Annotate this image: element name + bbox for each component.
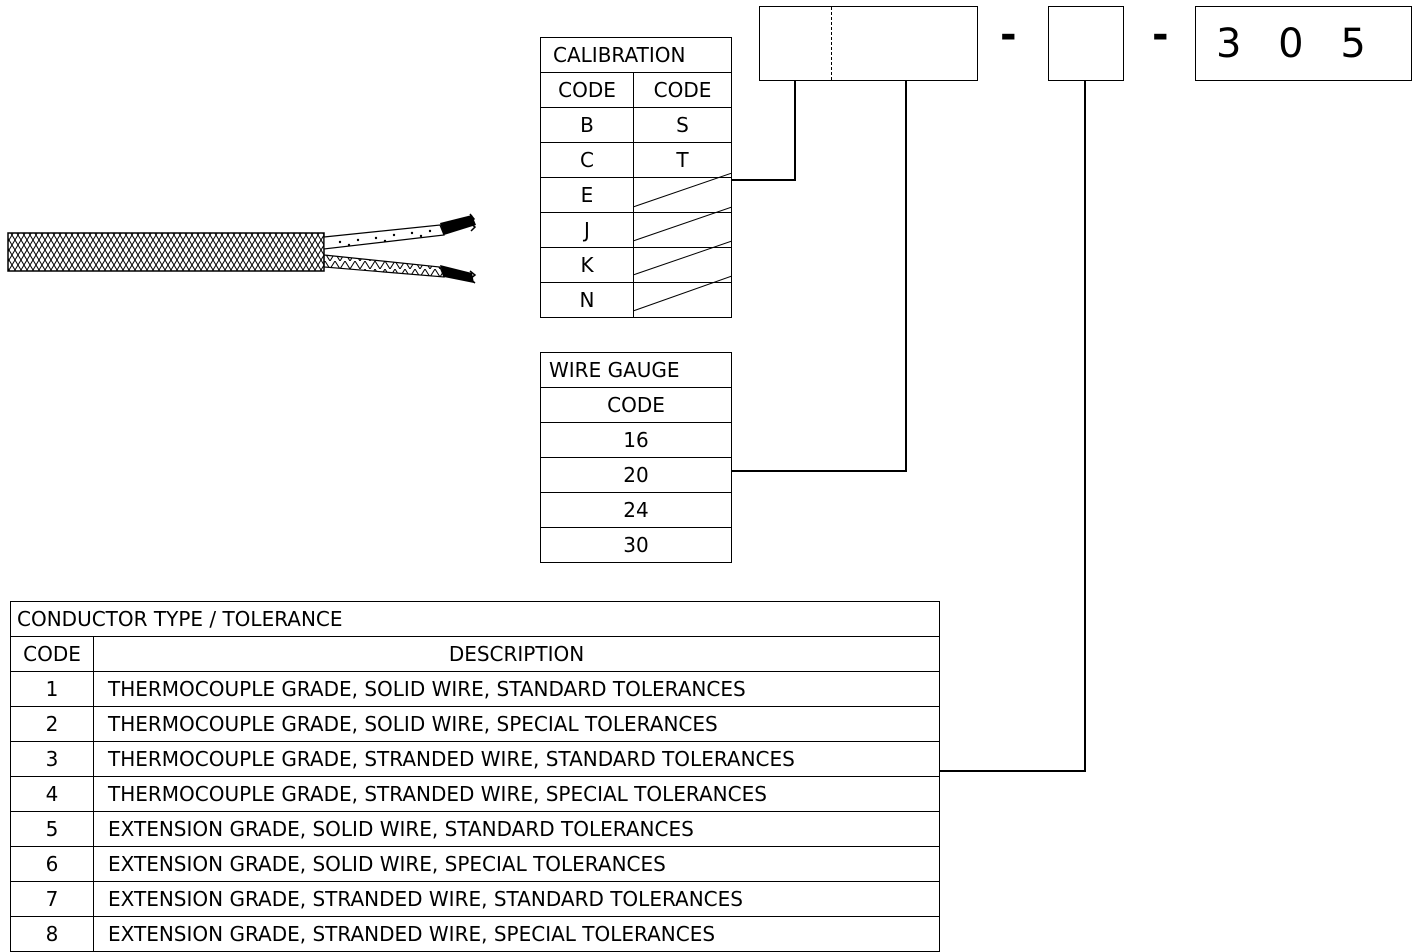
calibration-code-header: CODE — [541, 73, 634, 108]
conductor-code: 2 — [11, 707, 94, 742]
calibration-title: CALIBRATION — [541, 38, 732, 73]
connector-line — [1084, 80, 1086, 772]
conductor-description: EXTENSION GRADE, STRANDED WIRE, STANDARD… — [94, 882, 940, 917]
connector-line — [794, 80, 796, 181]
conductor-description: EXTENSION GRADE, STRANDED WIRE, SPECIAL … — [94, 917, 940, 952]
calibration-code: J — [541, 213, 634, 248]
conductor-type-table: CONDUCTOR TYPE / TOLERANCE CODE DESCRIPT… — [10, 601, 940, 952]
wire-gauge-table: WIRE GAUGE CODE 16 20 24 30 — [540, 352, 732, 563]
conductor-code: 4 — [11, 777, 94, 812]
wire-gauge-code: 30 — [541, 528, 732, 563]
connector-line — [732, 179, 795, 181]
calibration-code-header: CODE — [634, 73, 732, 108]
conductor-code: 1 — [11, 672, 94, 707]
part-number-conductor-box — [1048, 6, 1124, 81]
connector-line — [940, 770, 1086, 772]
conductor-description: EXTENSION GRADE, SOLID WIRE, SPECIAL TOL… — [94, 847, 940, 882]
conductor-description: THERMOCOUPLE GRADE, STRANDED WIRE, SPECI… — [94, 777, 940, 812]
calibration-na-diagonals — [633, 173, 732, 312]
calibration-code: N — [541, 283, 634, 318]
conductor-description: EXTENSION GRADE, SOLID WIRE, STANDARD TO… — [94, 812, 940, 847]
wire-gauge-code: 20 — [541, 458, 732, 493]
part-number-separator: - — [1000, 12, 1017, 58]
part-number-calibration-gauge-box — [759, 6, 978, 81]
calibration-code: C — [541, 143, 634, 178]
part-number-divider — [831, 7, 832, 80]
connector-line — [732, 470, 907, 472]
conductor-description: THERMOCOUPLE GRADE, STRANDED WIRE, STAND… — [94, 742, 940, 777]
conductor-code: 7 — [11, 882, 94, 917]
conductor-title: CONDUCTOR TYPE / TOLERANCE — [11, 602, 940, 637]
wire-gauge-title: WIRE GAUGE — [541, 353, 732, 388]
conductor-code: 3 — [11, 742, 94, 777]
conductor-description-header: DESCRIPTION — [94, 637, 940, 672]
conductor-code: 5 — [11, 812, 94, 847]
part-number-suffix-box: 3 0 5 — [1195, 6, 1412, 81]
wire-gauge-code: 24 — [541, 493, 732, 528]
part-number-suffix: 3 0 5 — [1216, 21, 1378, 67]
conductor-description: THERMOCOUPLE GRADE, SOLID WIRE, STANDARD… — [94, 672, 940, 707]
conductor-code-header: CODE — [11, 637, 94, 672]
conductor-code: 8 — [11, 917, 94, 952]
conductor-code: 6 — [11, 847, 94, 882]
braided-cable-icon — [0, 205, 490, 285]
calibration-code: S — [634, 108, 732, 143]
wire-gauge-code: 16 — [541, 423, 732, 458]
calibration-code: E — [541, 178, 634, 213]
connector-line — [905, 80, 907, 472]
calibration-code: K — [541, 248, 634, 283]
conductor-description: THERMOCOUPLE GRADE, SOLID WIRE, SPECIAL … — [94, 707, 940, 742]
part-number-separator: - — [1152, 12, 1169, 58]
wire-gauge-code-header: CODE — [541, 388, 732, 423]
calibration-code: B — [541, 108, 634, 143]
